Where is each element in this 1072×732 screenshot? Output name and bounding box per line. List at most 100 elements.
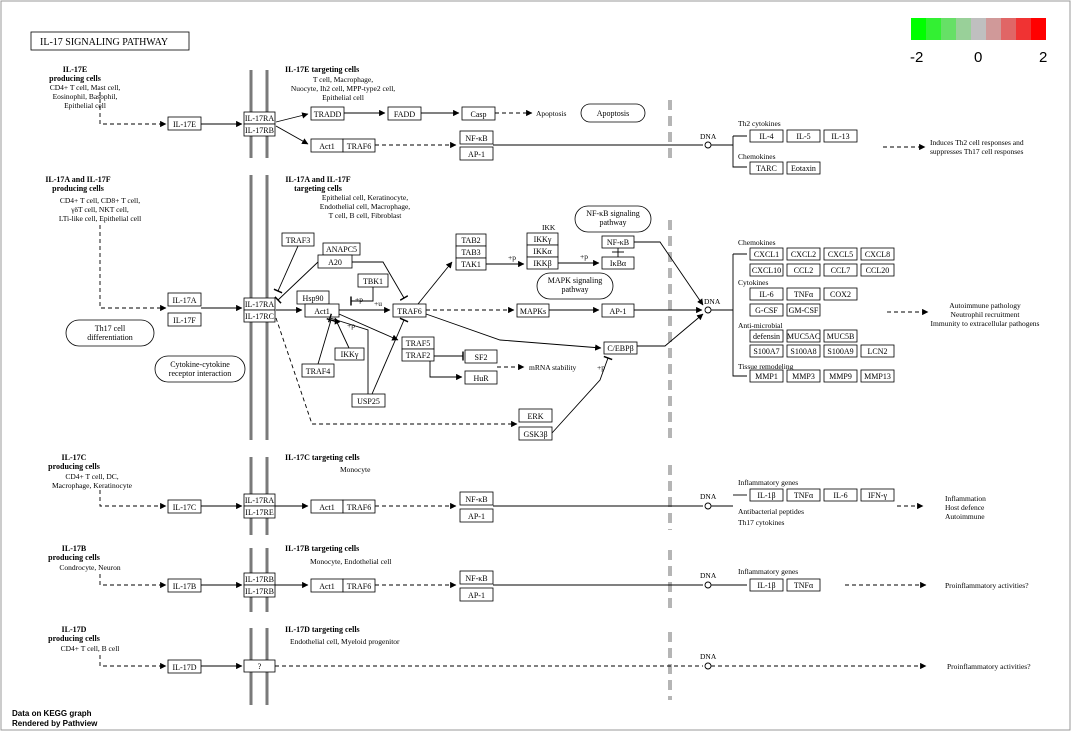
- il17c-ligand[interactable]: IL-17C: [167, 499, 202, 514]
- node-act1[interactable]: Act1: [304, 303, 340, 318]
- node-traf4[interactable]: TRAF4: [301, 363, 335, 378]
- il17b-act1[interactable]: Act1: [310, 578, 344, 593]
- gene-tnf[interactable]: TNFα: [786, 287, 821, 301]
- il17c-receptor-ra[interactable]: IL-17RA: [243, 493, 276, 507]
- il17e-ligand[interactable]: IL-17E: [167, 116, 202, 131]
- gene-s100a9[interactable]: S100A9: [823, 344, 858, 358]
- gene-muc5b[interactable]: MUC5B: [823, 329, 858, 343]
- gene-il-6[interactable]: IL-6: [749, 287, 784, 301]
- gene-s100a7[interactable]: S100A7: [749, 344, 784, 358]
- node-nfkb[interactable]: NF-κB: [601, 235, 635, 249]
- node-tradd[interactable]: TRADD: [310, 106, 345, 121]
- gene-ccl20[interactable]: CCL20: [860, 263, 895, 277]
- node-hsp90[interactable]: Hsp90: [296, 290, 330, 305]
- gene-cox2[interactable]: COX2: [823, 287, 858, 301]
- legend-min: -2: [910, 49, 923, 66]
- il17b-ligand[interactable]: IL-17B: [167, 578, 202, 593]
- node-casp[interactable]: Casp: [461, 106, 496, 121]
- gene-tnf[interactable]: TNFα: [786, 488, 821, 502]
- gene-cxcl8[interactable]: CXCL8: [860, 247, 895, 261]
- apoptosis-map[interactable]: Apoptosis: [580, 103, 646, 123]
- svg-text:IL-17RB: IL-17RB: [245, 126, 274, 135]
- il17a-ligand[interactable]: IL-17A: [167, 292, 202, 307]
- node-usp25[interactable]: USP25: [351, 393, 386, 408]
- node-tbk1[interactable]: TBK1: [357, 273, 389, 288]
- gene-cxcl1[interactable]: CXCL1: [749, 247, 784, 261]
- il17c-traf6[interactable]: TRAF6: [342, 499, 376, 514]
- il17e-receptor-ra[interactable]: IL-17RA: [243, 111, 276, 125]
- node-gsk3b[interactable]: GSK3β: [518, 426, 553, 441]
- gene-il-6[interactable]: IL-6: [823, 488, 858, 502]
- il17d-receptor-unknown[interactable]: ?: [243, 659, 276, 673]
- gene-tnf[interactable]: TNFα: [786, 578, 821, 592]
- node-tak1[interactable]: TAK1: [455, 257, 487, 271]
- il17a-receptor-ra[interactable]: IL-17RA: [243, 297, 276, 311]
- gene-cxcl10[interactable]: CXCL10: [749, 263, 784, 277]
- il17b-ap1[interactable]: AP-1: [459, 587, 494, 602]
- gene-cxcl5[interactable]: CXCL5: [823, 247, 858, 261]
- gene-eotaxin[interactable]: Eotaxin: [786, 161, 821, 175]
- il17b-receptor-2[interactable]: IL-17RB: [243, 584, 276, 598]
- node-ikkb[interactable]: IKKβ: [526, 256, 559, 270]
- gene-mmp13[interactable]: MMP13: [860, 369, 895, 383]
- gene-s100a8[interactable]: S100A8: [786, 344, 821, 358]
- node-sf2[interactable]: SF2: [464, 349, 498, 364]
- gene-ccl7[interactable]: CCL7: [823, 263, 858, 277]
- node-hur[interactable]: HuR: [464, 370, 498, 385]
- node-traf6[interactable]: TRAF6: [392, 303, 427, 318]
- il17b-receptor-1[interactable]: IL-17RB: [243, 572, 276, 586]
- node-a20[interactable]: A20: [317, 254, 353, 269]
- node-tab3[interactable]: TAB3: [455, 245, 487, 259]
- gene-il-4[interactable]: IL-4: [749, 129, 784, 143]
- gene-gm-csf[interactable]: GM-CSF: [786, 303, 821, 317]
- gene-ifn[interactable]: IFN-γ: [860, 488, 895, 502]
- il17a-receptor-rc[interactable]: IL-17RC: [243, 309, 276, 323]
- gene-mmp1[interactable]: MMP1: [749, 369, 784, 383]
- il17e-act1[interactable]: Act1: [310, 138, 344, 153]
- gene-muc5ac[interactable]: MUC5AC: [786, 329, 821, 343]
- gene-cxcl2[interactable]: CXCL2: [786, 247, 821, 261]
- node-mapks[interactable]: MAPKs: [516, 303, 550, 318]
- il17e-ap1[interactable]: AP-1: [459, 146, 494, 161]
- node-anapc5[interactable]: ANAPC5: [322, 242, 361, 256]
- node-traf3[interactable]: TRAF3: [281, 232, 315, 247]
- il17f-ligand[interactable]: IL-17F: [167, 312, 202, 327]
- node-ikka[interactable]: IKKα: [526, 244, 559, 258]
- il17e-receptor-rb[interactable]: IL-17RB: [243, 123, 276, 137]
- node-erk[interactable]: ERK: [518, 408, 553, 423]
- node-traf2[interactable]: TRAF2: [401, 348, 435, 362]
- il17b-traf6[interactable]: TRAF6: [342, 578, 376, 593]
- gene-il-1[interactable]: IL-1β: [749, 488, 784, 502]
- gene-lcn2[interactable]: LCN2: [860, 344, 895, 358]
- il17e-nfkb[interactable]: NF-κB: [459, 130, 494, 145]
- il17c-ap1[interactable]: AP-1: [459, 508, 494, 523]
- node-tab2[interactable]: TAB2: [455, 233, 487, 247]
- gene-il-1[interactable]: IL-1β: [749, 578, 784, 592]
- gene-tarc[interactable]: TARC: [749, 161, 784, 175]
- gene-il-5[interactable]: IL-5: [786, 129, 821, 143]
- node-traf5[interactable]: TRAF5: [401, 336, 435, 350]
- il17b-nfkb[interactable]: NF-κB: [459, 570, 494, 585]
- gene-il-13[interactable]: IL-13: [823, 129, 858, 143]
- gene-mmp3[interactable]: MMP3: [786, 369, 821, 383]
- gene-g-csf[interactable]: G-CSF: [749, 303, 784, 317]
- il17c-nfkb[interactable]: NF-κB: [459, 491, 494, 506]
- node-fadd[interactable]: FADD: [387, 106, 422, 121]
- il17d-ligand[interactable]: IL-17D: [167, 659, 202, 674]
- gene-ccl2[interactable]: CCL2: [786, 263, 821, 277]
- node-ikky[interactable]: IKKγ: [526, 232, 559, 246]
- il17c-receptor-re[interactable]: IL-17RE: [243, 505, 276, 519]
- node-cebpb[interactable]: C/EBPβ: [603, 341, 638, 355]
- il17e-traf6[interactable]: TRAF6: [342, 138, 376, 153]
- il17a-node-ap1[interactable]: AP-1: [601, 303, 635, 318]
- node-ikkg-left[interactable]: IKKγ: [334, 347, 365, 361]
- node-ikba[interactable]: IκBα: [601, 256, 635, 270]
- gene-mmp9[interactable]: MMP9: [823, 369, 858, 383]
- gene-defensin[interactable]: defensin: [749, 329, 784, 343]
- il17c-act1[interactable]: Act1: [310, 499, 344, 514]
